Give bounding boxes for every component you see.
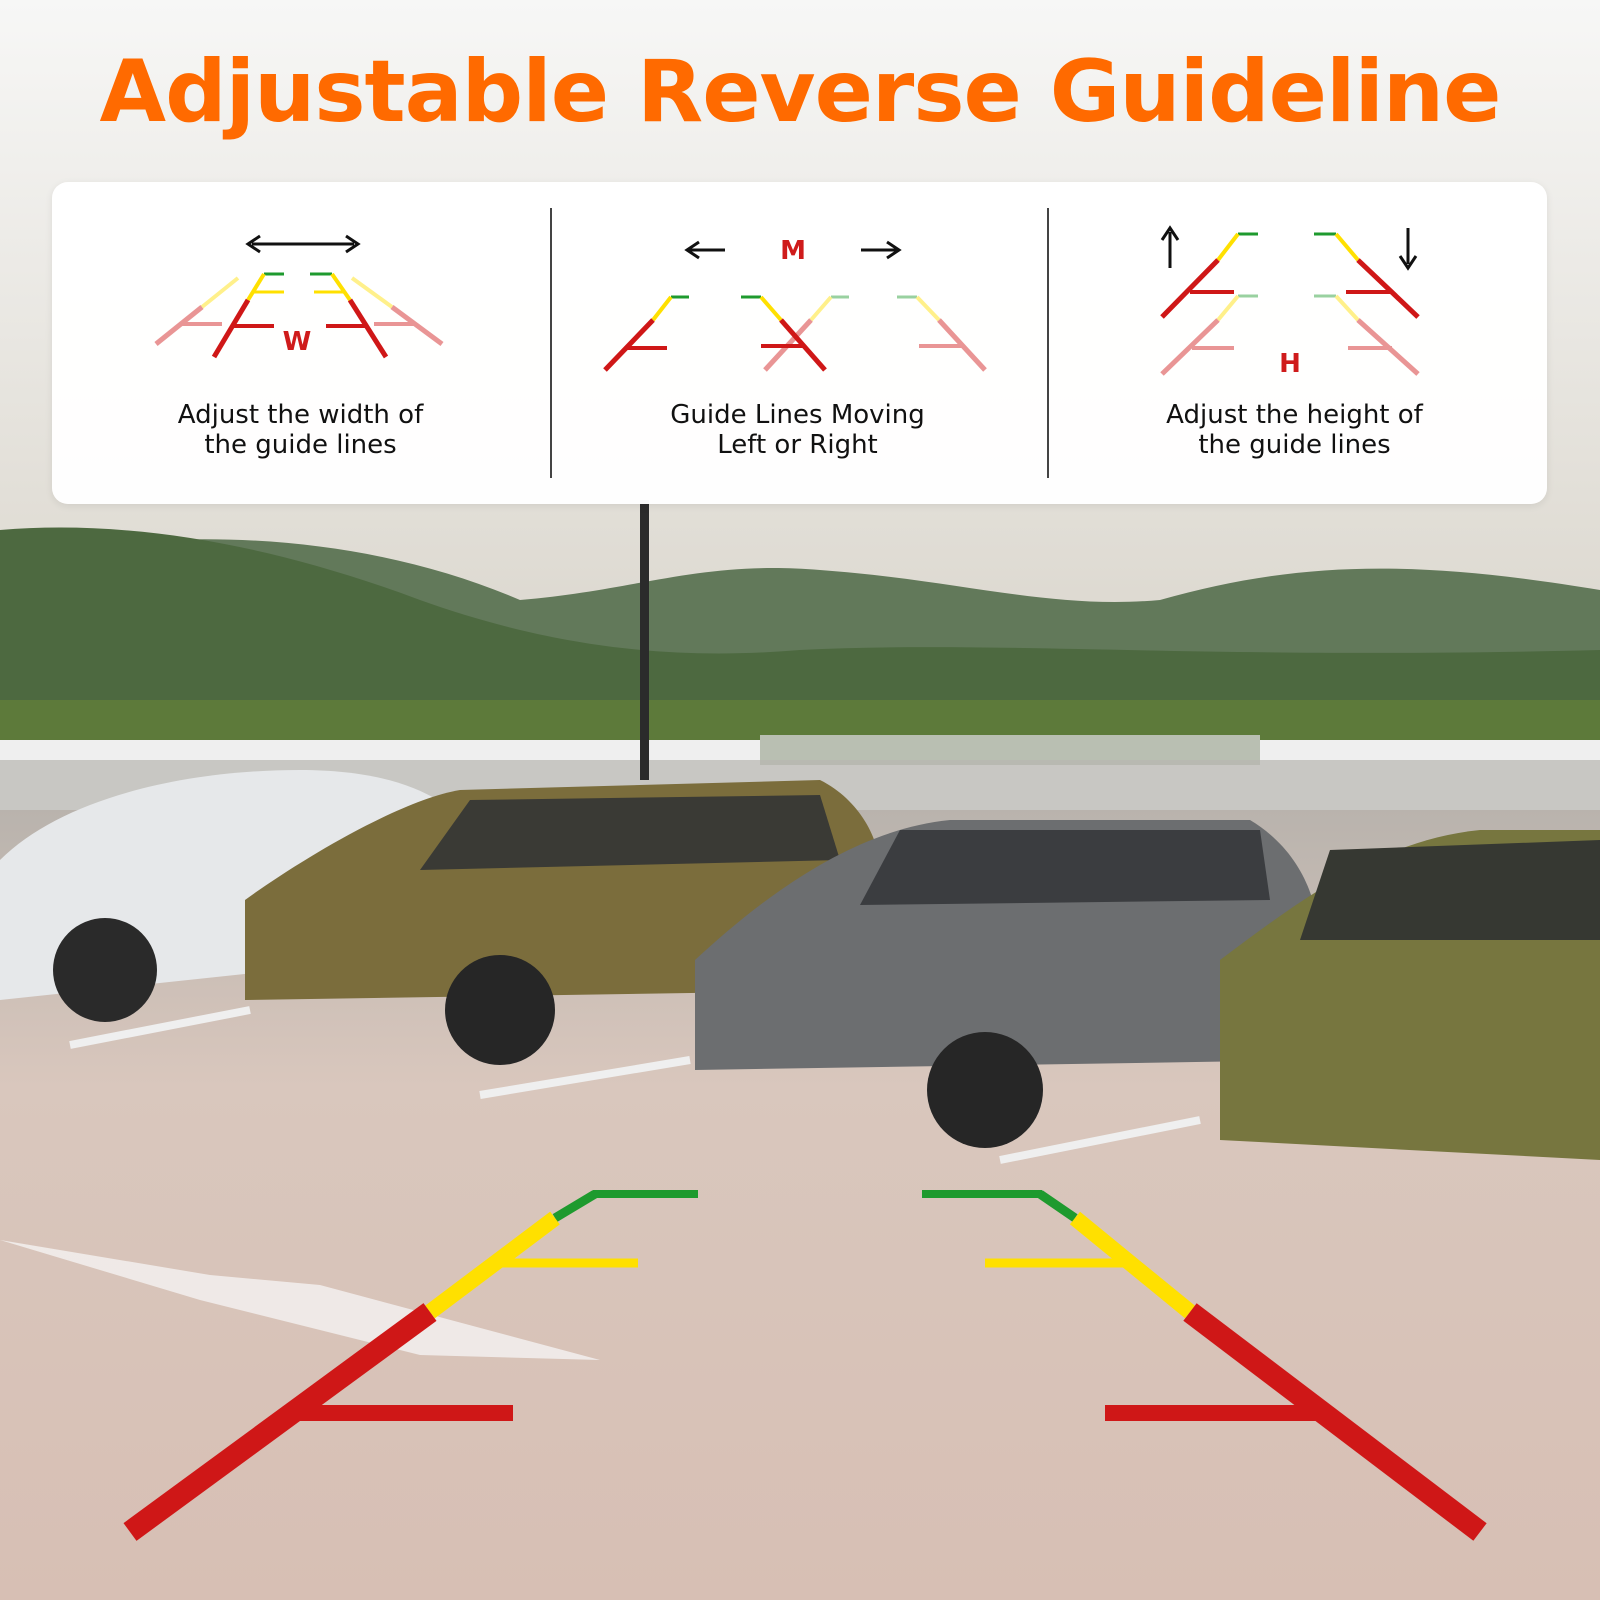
width-guide-illustration: W [154, 234, 444, 359]
hills-front [0, 527, 1600, 740]
upper-guide-lines [1160, 232, 1420, 319]
feature-caption: Adjust the width of the guide lines [52, 400, 549, 460]
feature-letter: W [283, 327, 312, 357]
feature-letter: M [780, 236, 806, 266]
caption-line: the guide lines [1198, 430, 1391, 460]
outer-guide-lines [154, 276, 444, 347]
main-guide-lines [123, 1190, 1487, 1541]
feature-letter: H [1279, 349, 1301, 379]
panel-divider [550, 208, 552, 478]
double-arrow-horizontal-icon [245, 234, 361, 254]
car-grey [695, 820, 1320, 1148]
panel-divider [1047, 208, 1049, 478]
feature-move: M Guide [549, 182, 1046, 504]
tree-line [0, 700, 1600, 740]
caption-line: Adjust the width of [177, 400, 424, 430]
guide-line-yellow [425, 1211, 560, 1319]
shifted-left-guide-lines [603, 295, 827, 372]
feature-caption: Adjust the height of the guide lines [1046, 400, 1543, 460]
parking-line [999, 1116, 1201, 1164]
road-arrow [0, 1240, 600, 1360]
left-right-arrows-icon [684, 240, 902, 260]
caption-line: Left or Right [717, 430, 878, 460]
guide-line-red [1183, 1303, 1487, 1541]
guide-line-yellow [1069, 1211, 1196, 1319]
shifted-right-guide-lines [763, 295, 987, 372]
feature-width: W Adjust the width of the guide lines [52, 182, 549, 504]
caption-line: Adjust the height of [1166, 400, 1423, 430]
up-down-arrows-icon [1160, 225, 1418, 271]
guide-line-red [123, 1303, 437, 1541]
guide-line-green [552, 1190, 598, 1222]
height-guide-illustration: H [1160, 225, 1420, 379]
features-panel: W Adjust the width of the guide lines M [52, 182, 1547, 504]
lower-guide-lines [1160, 294, 1420, 376]
feature-caption: Guide Lines Moving Left or Right [549, 400, 1046, 460]
car-green [1220, 830, 1600, 1160]
caption-line: the guide lines [204, 430, 397, 460]
lamp-pole [640, 500, 649, 780]
feature-height: H Adjust the height of the guide lines [1046, 182, 1543, 504]
move-guide-illustration: M [603, 236, 987, 372]
inner-guide-lines [211, 272, 389, 359]
parking-line [479, 1056, 691, 1099]
caption-line: Guide Lines Moving [670, 400, 925, 430]
guide-line-green [1037, 1190, 1078, 1222]
parking-line [69, 1006, 251, 1049]
headline: Adjustable Reverse Guideline [99, 42, 1502, 142]
